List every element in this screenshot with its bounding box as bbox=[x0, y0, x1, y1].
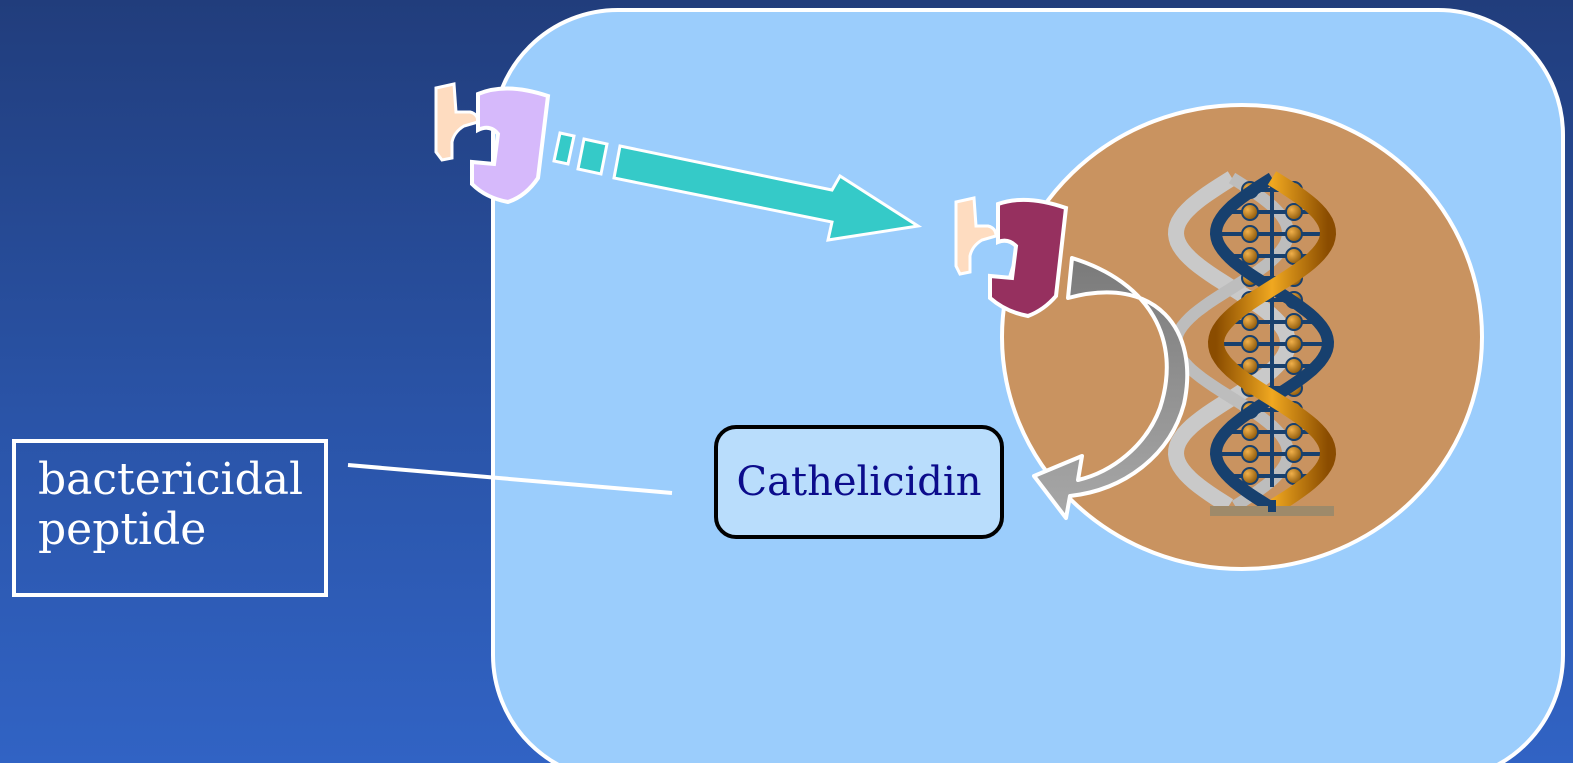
dna-nucleotide bbox=[1242, 248, 1258, 264]
dna-stand-post bbox=[1268, 500, 1276, 512]
label-line-2: peptide bbox=[38, 505, 324, 555]
dna-nucleotide bbox=[1242, 468, 1258, 484]
dna-nucleotide bbox=[1286, 226, 1302, 242]
dna-nucleotide bbox=[1286, 424, 1302, 440]
dna-nucleotide bbox=[1242, 204, 1258, 220]
dna-nucleotide bbox=[1242, 336, 1258, 352]
dna-nucleotide bbox=[1286, 446, 1302, 462]
dna-nucleotide bbox=[1286, 336, 1302, 352]
dna-nucleotide bbox=[1286, 358, 1302, 374]
bactericidal-peptide-label: bactericidal peptide bbox=[12, 439, 328, 597]
cathelicidin-label: Cathelicidin bbox=[737, 459, 982, 505]
cathelicidin-box: Cathelicidin bbox=[714, 425, 1004, 539]
dna-nucleotide bbox=[1286, 314, 1302, 330]
label-line-1: bactericidal bbox=[38, 455, 324, 505]
dna-nucleotide bbox=[1286, 204, 1302, 220]
dna-nucleotide bbox=[1242, 226, 1258, 242]
dna-nucleotide bbox=[1242, 424, 1258, 440]
dna-nucleotide bbox=[1242, 314, 1258, 330]
dna-nucleotide bbox=[1242, 446, 1258, 462]
